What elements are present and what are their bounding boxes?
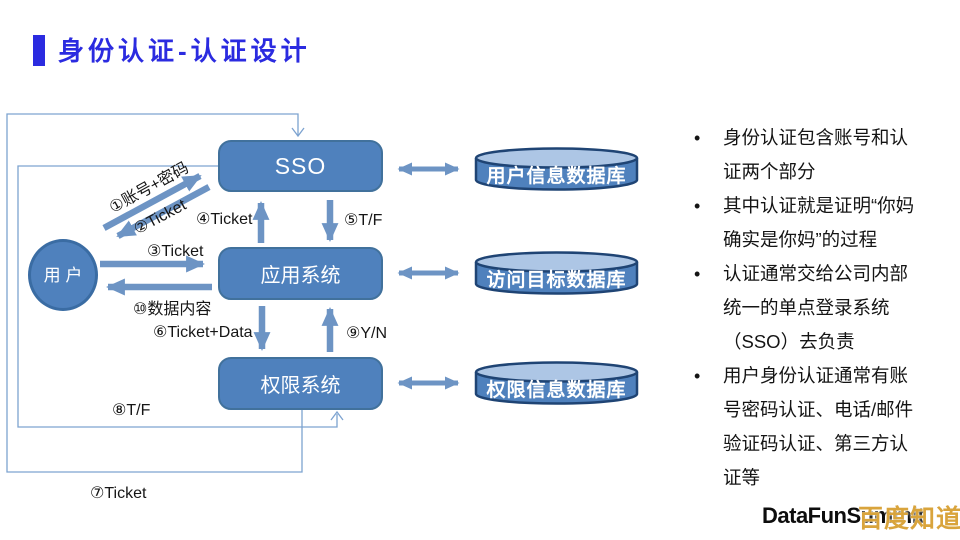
db-link-arrows [397,162,460,390]
bullet-item: 其中认证就是证明“你妈确实是你妈”的过程 [688,189,923,257]
edge-label-ticket-3: ③Ticket [147,243,204,260]
db-label-perm-info: 权限信息数据库 [486,379,627,401]
routing-line-tf8 [17,165,344,428]
edge-label-ticket-data-6: ⑥Ticket+Data [153,324,253,341]
arrow-2-ticket [116,184,211,239]
edge-label-tf-8: ⑧T/F [112,402,151,419]
node-perm-system: 权限系统 [218,357,383,410]
bullet-item: 用户身份认证通常有账号密码认证、电话/邮件验证码认证、第三方认证等 [688,359,923,495]
edge-label-yn-9: ⑨Y/N [346,325,388,342]
node-app-system: 应用系统 [218,247,383,300]
db-cylinder-access-target [474,251,639,295]
edge-label-ticket-4: ④Ticket [196,211,253,228]
routing-line-ticket7 [6,113,305,473]
edge-label-ticket-7: ⑦Ticket [90,485,147,502]
db-label-access-target: 访问目标数据库 [486,269,627,291]
db-cylinder-user-info [474,147,639,191]
notes-panel: 身份认证包含账号和认证两个部分 其中认证就是证明“你妈确实是你妈”的过程 认证通… [688,121,928,495]
flow-arrows [100,173,339,352]
datafun-logo: DataFunSummit [762,503,925,528]
edge-label-data-content-10: ⑩数据内容 [133,301,212,318]
baidu-zhidao-watermark: 百度知道 [858,505,960,533]
db-cylinder-perm-info [474,361,639,405]
bullet-item: 身份认证包含账号和认证两个部分 [688,121,923,189]
edge-label-tf-5: ⑤T/F [344,212,383,229]
title-accent-bar [33,35,45,66]
db-label-user-info: 用户信息数据库 [486,165,627,187]
node-sso: SSO [218,140,383,192]
node-user: 用 户 [28,239,98,311]
page-title: 身份认证-认证设计 [58,36,311,66]
bullet-item: 认证通常交给公司内部统一的单点登录系统（SSO）去负责 [688,257,923,359]
arrow-1-account-password [102,173,202,231]
